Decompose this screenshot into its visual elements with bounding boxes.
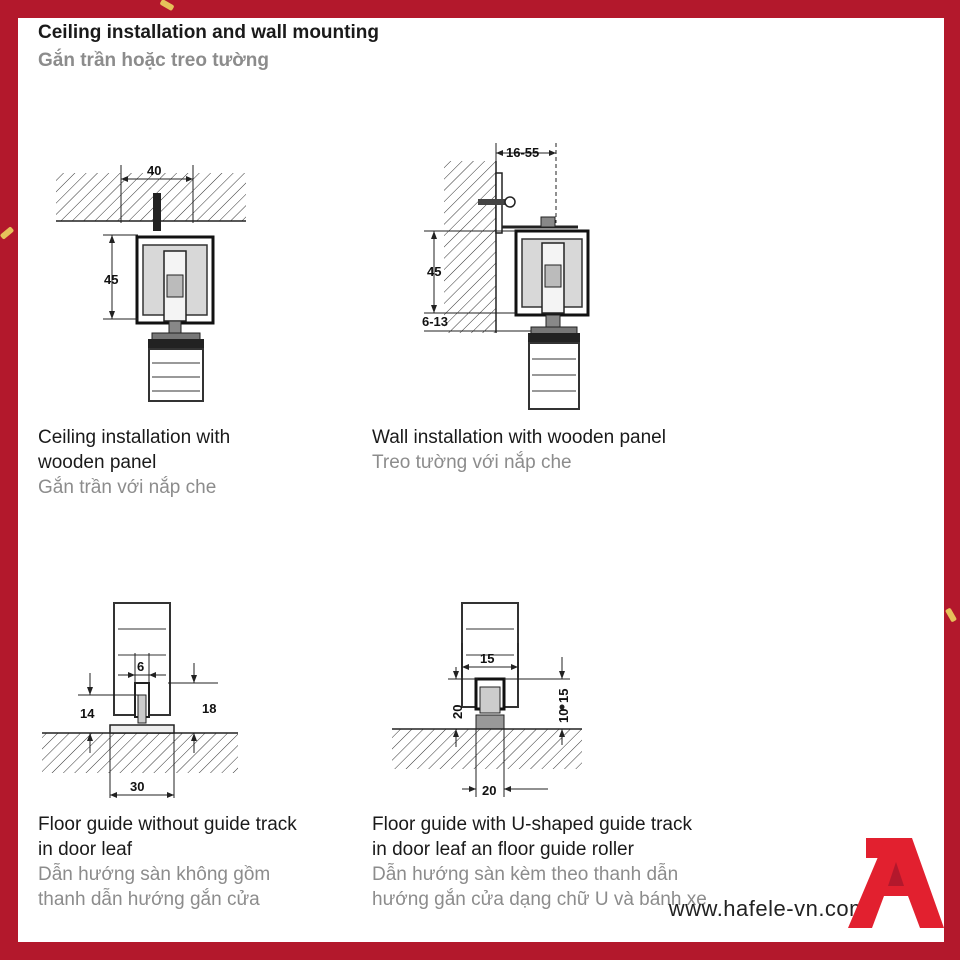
floor-no-track-caption-en-line2: in door leaf (38, 839, 133, 860)
content-sheet: Ceiling installation and wall mounting G… (18, 18, 944, 942)
wall-caption: Wall installation with wooden panel Treo… (372, 425, 666, 475)
confetti-decoration (0, 226, 15, 240)
ceiling-height-label: 45 (104, 272, 118, 287)
floor-u-track-caption: Floor guide with U-shaped guide track in… (372, 812, 707, 912)
wall-offset-label: 16-55 (506, 145, 539, 160)
u-track-min-gap-label: 10 (556, 709, 571, 723)
ceiling-caption: Ceiling installation with wooden panel G… (38, 425, 230, 500)
confetti-decoration (159, 0, 175, 12)
floor-guide-u-track-drawing: 15 20 15 10 20 (392, 602, 582, 798)
ceiling-caption-en-line1: Ceiling installation with (38, 427, 231, 448)
floor-base-width-label: 30 (130, 779, 144, 794)
floor-left-height-label: 14 (80, 706, 95, 721)
wall-caption-en-line1: Wall installation with wooden panel (372, 427, 666, 448)
wall-installation-drawing: 16-55 45 6-13 (422, 143, 590, 410)
floor-u-track-caption-vi-line1: Dẫn hướng sàn kèm theo thanh dẫn (372, 864, 679, 885)
wall-gap-label: 6-13 (422, 314, 448, 329)
floor-no-track-caption: Floor guide without guide track in door … (38, 812, 297, 912)
ceiling-caption-en-line2: wooden panel (38, 452, 157, 473)
floor-no-track-caption-en-line1: Floor guide without guide track (38, 814, 297, 835)
u-track-width-label: 15 (480, 651, 494, 666)
u-track-height-label: 20 (450, 705, 465, 719)
website-url: www.hafele-vn.com (668, 896, 868, 921)
wall-caption-vi-line1: Treo tường với nắp che (372, 452, 572, 473)
wall-height-label: 45 (427, 264, 441, 279)
floor-slot-label: 6 (137, 659, 144, 674)
page-title: Ceiling installation and wall mounting (38, 22, 379, 43)
ceiling-width-label: 40 (147, 163, 161, 178)
ceiling-installation-drawing: 40 45 (56, 163, 246, 402)
u-track-inner-height-label: 15 (556, 689, 571, 703)
ceiling-caption-vi-line1: Gắn trần với nắp che (38, 477, 217, 498)
u-track-base-width-label: 20 (482, 783, 496, 798)
floor-no-track-caption-vi-line1: Dẫn hướng sàn không gồm (38, 864, 271, 885)
floor-u-track-caption-vi-line2: hướng gắn cửa dạng chữ U và bánh xe (372, 889, 707, 910)
floor-u-track-caption-en-line2: in door leaf an floor guide roller (372, 839, 634, 860)
page-subtitle: Gắn trần hoặc treo tường (38, 50, 270, 71)
floor-guide-no-track-drawing: 6 14 18 30 (42, 602, 238, 798)
floor-no-track-caption-vi-line2: thanh dẫn hướng gắn cửa (38, 889, 260, 910)
hafele-logo-icon (848, 838, 944, 928)
floor-u-track-caption-en-line1: Floor guide with U-shaped guide track (372, 814, 693, 835)
confetti-decoration (944, 607, 958, 623)
floor-right-height-label: 18 (202, 701, 216, 716)
